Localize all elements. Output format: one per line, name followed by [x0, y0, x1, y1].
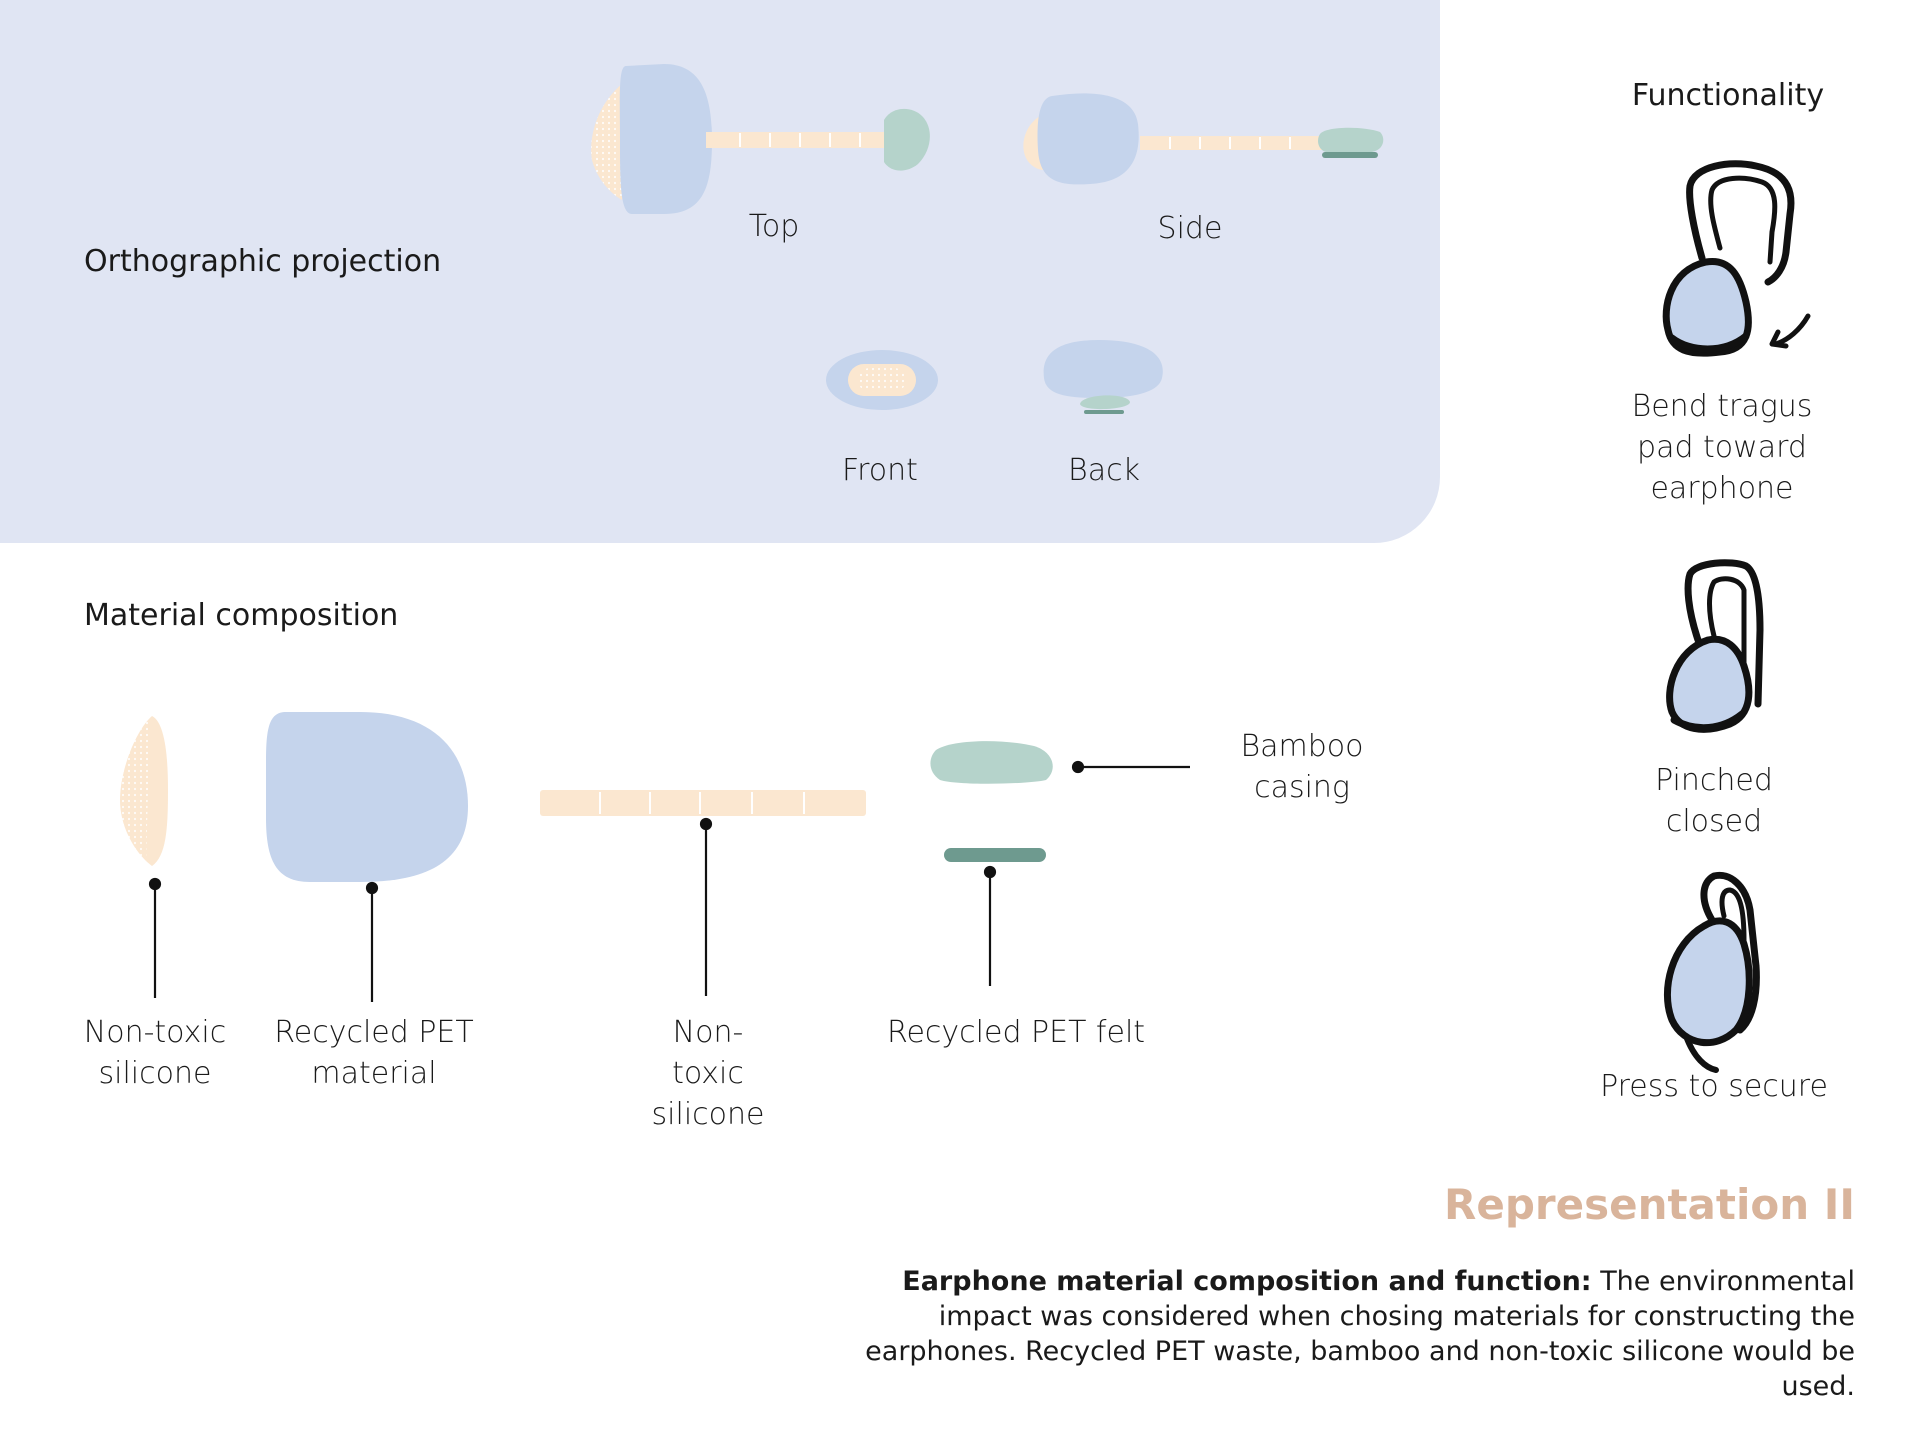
step-bend-label: Bend tragus pad toward earphone	[1631, 389, 1813, 506]
material-heading: Material composition	[84, 598, 399, 633]
back-view-label: Back	[1068, 453, 1140, 488]
tip-silicone-piece	[120, 716, 168, 866]
body-pet-label: Recycled PET material	[274, 1015, 474, 1091]
top-view-label: Top	[748, 209, 800, 244]
step-pinched-label: Pinched closed	[1655, 763, 1773, 839]
stem-silicone-piece	[540, 790, 866, 816]
caption-text: The environmental impact was considered …	[865, 1266, 1855, 1402]
orthographic-panel	[0, 0, 1440, 543]
tip-silicone-label: Non-toxic silicone	[83, 1015, 227, 1091]
pet-felt-piece	[944, 848, 1046, 862]
caption-bold: Earphone material composition and functi…	[902, 1266, 1592, 1297]
side-view-drawing	[1023, 93, 1384, 185]
bamboo-casing-piece	[930, 741, 1053, 784]
felt-label: Recycled PET felt	[886, 1015, 1146, 1050]
top-view-drawing	[591, 64, 930, 214]
front-view-label: Front	[842, 453, 918, 488]
bamboo-casing-label: Bamboo casing	[1240, 729, 1364, 805]
leader-lines	[148, 760, 1190, 1002]
pinched-closed-icon	[1666, 559, 1764, 733]
body-pet-piece	[266, 712, 468, 882]
functionality-heading: Functionality	[1631, 78, 1825, 113]
orthographic-heading: Orthographic projection	[84, 244, 442, 279]
press-to-secure-icon	[1663, 871, 1760, 1073]
step-press-label: Press to secure	[1600, 1069, 1828, 1104]
representation-title: Representation II	[1444, 1180, 1855, 1229]
stem-silicone-label: Non- toxic silicone	[651, 1015, 765, 1132]
bend-tragus-icon	[1662, 160, 1811, 357]
front-view-drawing	[826, 350, 938, 410]
caption: Earphone material composition and functi…	[835, 1264, 1855, 1404]
side-view-label: Side	[1157, 211, 1223, 246]
back-view-drawing	[1043, 340, 1163, 414]
